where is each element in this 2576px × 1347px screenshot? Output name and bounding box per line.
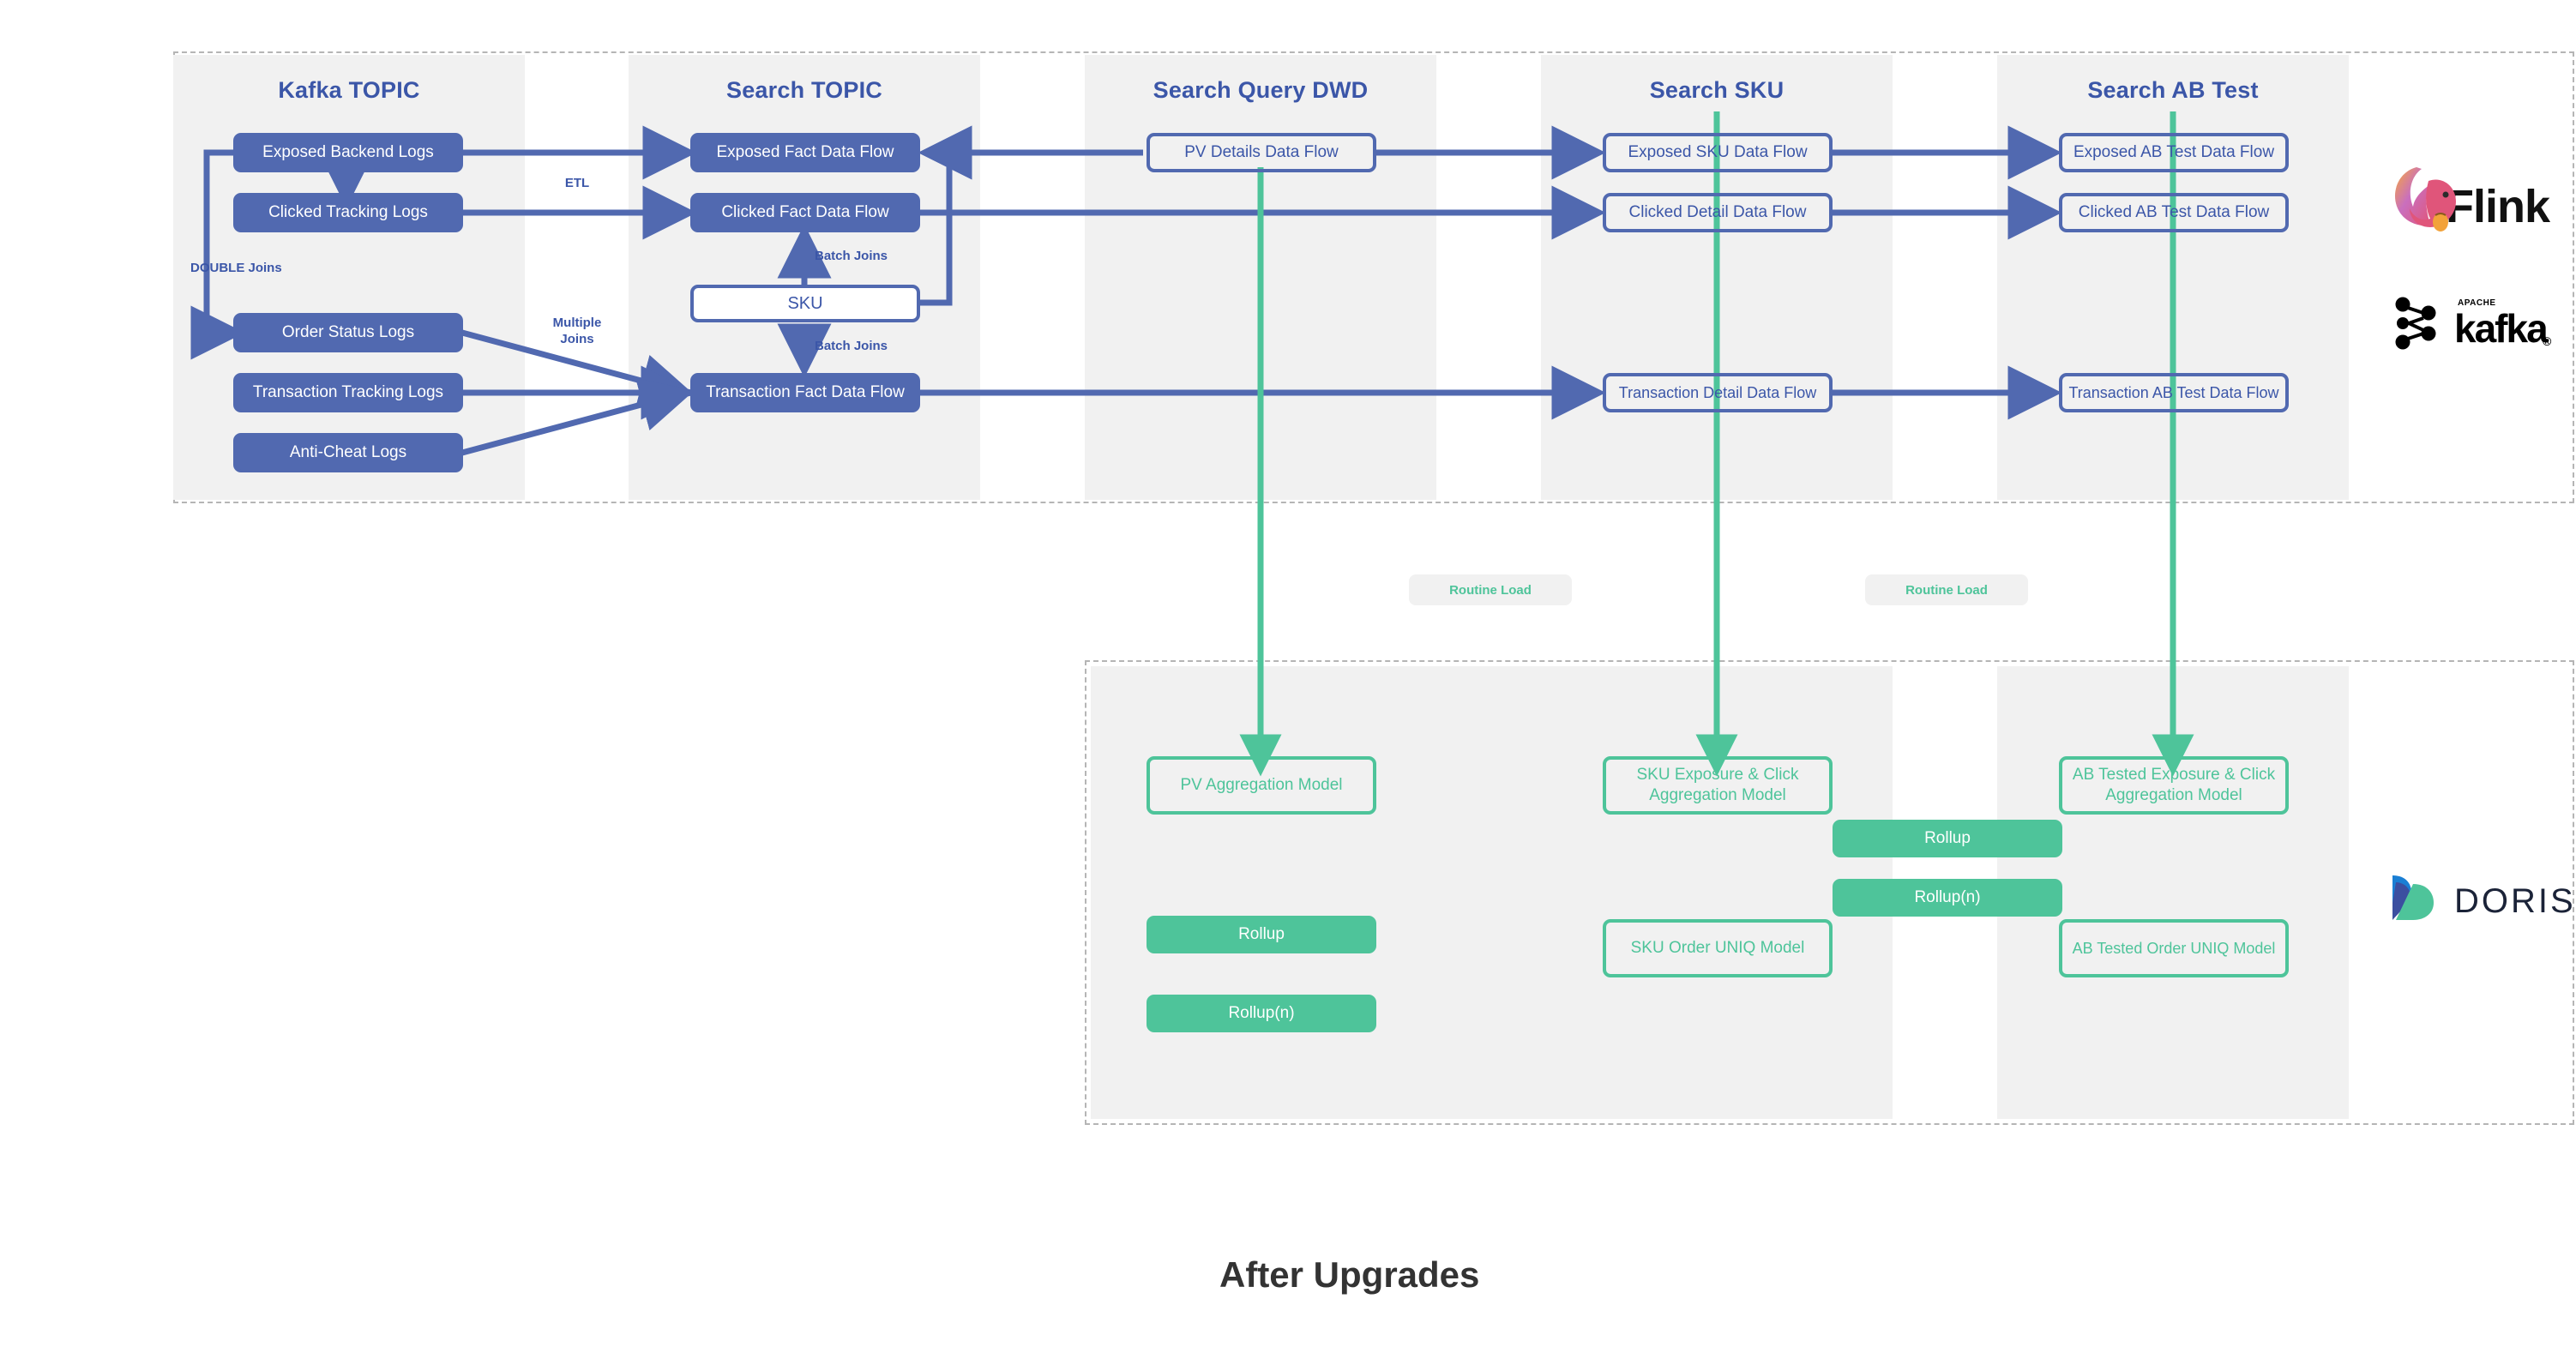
page-title: After Upgrades <box>1219 1254 1480 1295</box>
node-transaction-tracking-logs[interactable]: Transaction Tracking Logs <box>233 373 463 412</box>
routine-load-text: Routine Load <box>1449 582 1532 598</box>
node-pv-details-data-flow[interactable]: PV Details Data Flow <box>1147 133 1376 172</box>
column-title-search-ab-test: Search AB Test <box>2087 77 2259 103</box>
node-label: PV Details Data Flow <box>1184 143 1339 162</box>
node-label: Anti-Cheat Logs <box>289 443 407 462</box>
node-sku-exposure-click-aggregation-model[interactable]: SKU Exposure & Click Aggregation Model <box>1603 756 1833 815</box>
label-routine-load-sku: Routine Load <box>1409 574 1572 605</box>
band-doris-pv <box>1091 666 1545 1119</box>
node-transaction-ab-test-data-flow[interactable]: Transaction AB Test Data Flow <box>2059 373 2289 412</box>
node-anti-cheat-logs[interactable]: Anti-Cheat Logs <box>233 433 463 472</box>
node-pv-aggregation-model[interactable]: PV Aggregation Model <box>1147 756 1376 815</box>
column-title-search-sku: Search SKU <box>1649 77 1785 103</box>
node-clicked-tracking-logs[interactable]: Clicked Tracking Logs <box>233 193 463 232</box>
node-label: Exposed AB Test Data Flow <box>2073 143 2275 162</box>
node-label: SKU Order UNIQ Model <box>1630 939 1805 958</box>
node-label: Rollup(n) <box>1914 887 1981 906</box>
node-label: Clicked Detail Data Flow <box>1628 203 1807 222</box>
kafka-logo <box>2391 296 2451 351</box>
node-label: SKU Exposure & Click Aggregation Model <box>1636 766 1799 804</box>
node-label: Clicked Fact Data Flow <box>721 203 889 222</box>
node-exposed-fact-data-flow[interactable]: Exposed Fact Data Flow <box>690 133 920 172</box>
kafka-nodes-icon <box>2395 297 2436 350</box>
band-search-sku <box>1541 55 1893 500</box>
node-transaction-detail-data-flow[interactable]: Transaction Detail Data Flow <box>1603 373 1833 412</box>
node-label: Rollup <box>1238 924 1285 943</box>
node-clicked-detail-data-flow[interactable]: Clicked Detail Data Flow <box>1603 193 1833 232</box>
flink-logo <box>2384 159 2573 236</box>
node-label: Exposed SKU Data Flow <box>1628 143 1808 162</box>
doris-wordmark: DORIS <box>2454 882 2576 920</box>
doris-logo <box>2386 870 2442 925</box>
node-order-status-logs[interactable]: Order Status Logs <box>233 313 463 352</box>
flink-squirrel-icon <box>2394 167 2456 232</box>
node-bridge-rollup-n[interactable]: Rollup(n) <box>1833 879 2062 917</box>
node-label: Clicked Tracking Logs <box>268 203 428 222</box>
node-ab-tested-order-uniq-model[interactable]: AB Tested Order UNIQ Model <box>2059 919 2289 977</box>
doris-layer-container <box>1085 660 2574 1125</box>
node-sku-order-uniq-model[interactable]: SKU Order UNIQ Model <box>1603 919 1833 977</box>
label-etl: ETL <box>564 176 590 190</box>
node-pv-rollup[interactable]: Rollup <box>1147 916 1376 953</box>
kafka-wordmark: kafka <box>2454 306 2549 351</box>
column-title-kafka-topic: Kafka TOPIC <box>278 77 420 103</box>
node-transaction-fact-data-flow[interactable]: Transaction Fact Data Flow <box>690 373 920 412</box>
node-label: Clicked AB Test Data Flow <box>2078 203 2270 222</box>
column-title-search-topic: Search TOPIC <box>726 77 882 103</box>
node-label: Transaction Tracking Logs <box>252 383 444 402</box>
label-batch-joins-down: Batch Joins <box>815 339 888 353</box>
node-label: Exposed Fact Data Flow <box>716 143 894 162</box>
node-label: Order Status Logs <box>281 323 415 342</box>
node-label: Rollup(n) <box>1228 1003 1295 1022</box>
label-batch-joins-up: Batch Joins <box>815 249 888 263</box>
band-search-topic <box>629 55 980 500</box>
flink-wordmark: Flink <box>2446 181 2550 232</box>
kafka-registered-mark: ® <box>2543 334 2552 348</box>
node-pv-rollup-n[interactable]: Rollup(n) <box>1147 995 1376 1032</box>
band-search-ab-test <box>1997 55 2349 500</box>
label-routine-load-ab: Routine Load <box>1865 574 2028 605</box>
column-title-search-query-dwd: Search Query DWD <box>1153 77 1369 103</box>
node-clicked-ab-test-data-flow[interactable]: Clicked AB Test Data Flow <box>2059 193 2289 232</box>
kafka-apache-superscript: APACHE <box>2458 298 2496 308</box>
node-label: SKU <box>787 293 823 313</box>
node-bridge-rollup[interactable]: Rollup <box>1833 820 2062 857</box>
band-search-query-dwd <box>1085 55 1436 500</box>
node-exposed-backend-logs[interactable]: Exposed Backend Logs <box>233 133 463 172</box>
node-label: Transaction AB Test Data Flow <box>2068 383 2279 401</box>
node-clicked-fact-data-flow[interactable]: Clicked Fact Data Flow <box>690 193 920 232</box>
node-label: Exposed Backend Logs <box>262 143 434 162</box>
label-double-joins: DOUBLE Joins <box>190 261 282 275</box>
node-label: AB Tested Order UNIQ Model <box>2072 939 2276 957</box>
node-exposed-sku-data-flow[interactable]: Exposed SKU Data Flow <box>1603 133 1833 172</box>
node-label: PV Aggregation Model <box>1180 776 1343 795</box>
node-label: Transaction Detail Data Flow <box>1618 383 1817 401</box>
node-label: AB Tested Exposure & Click Aggregation M… <box>2072 766 2276 804</box>
node-exposed-ab-test-data-flow[interactable]: Exposed AB Test Data Flow <box>2059 133 2289 172</box>
node-label: Rollup <box>1924 828 1971 847</box>
node-label: Transaction Fact Data Flow <box>706 383 905 402</box>
label-multiple-joins: Multiple Joins <box>552 316 602 346</box>
routine-load-text: Routine Load <box>1905 582 1988 598</box>
node-sku[interactable]: SKU <box>690 285 920 322</box>
node-ab-tested-exposure-click-aggregation-model[interactable]: AB Tested Exposure & Click Aggregation M… <box>2059 756 2289 815</box>
doris-mark-icon <box>2392 875 2434 920</box>
